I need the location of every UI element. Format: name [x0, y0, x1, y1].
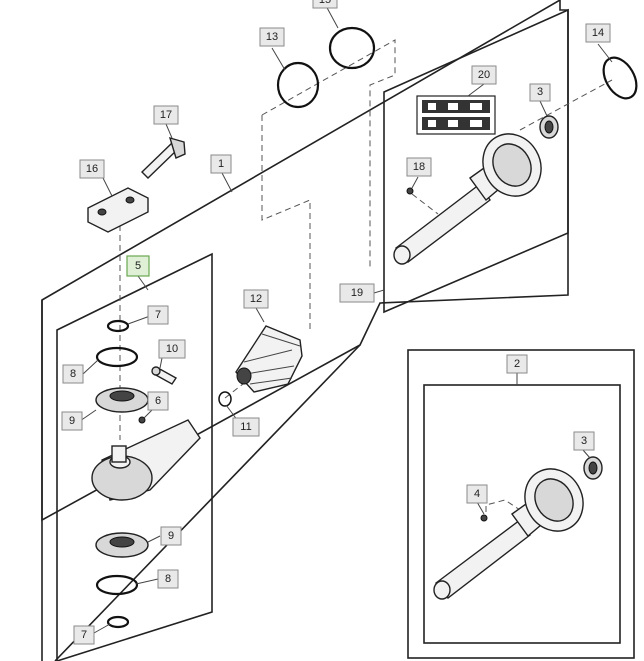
callout-4[interactable]: 4 — [466, 484, 488, 504]
callout-14-label: 14 — [592, 27, 604, 39]
cv-shaft-19 — [393, 133, 542, 265]
assembly-2-frame — [407, 349, 635, 659]
callout-9-lower[interactable]: 9 — [160, 526, 182, 546]
leader-lines — [79, 3, 613, 634]
callout-11[interactable]: 11 — [232, 417, 260, 437]
set-screw-4 — [480, 514, 488, 522]
callout-7-lower-label: 7 — [81, 629, 87, 641]
callout-11-label: 11 — [240, 421, 251, 433]
callout-8-lower[interactable]: 8 — [157, 569, 179, 589]
callout-19-label: 19 — [351, 287, 363, 299]
fitting-6 — [138, 416, 146, 424]
o-ring-11 — [218, 391, 232, 407]
callout-3-lower-label: 3 — [581, 435, 587, 447]
pin-10 — [151, 366, 178, 385]
callout-7-upper[interactable]: 7 — [147, 305, 169, 325]
callout-14[interactable]: 14 — [585, 23, 611, 43]
callout-5[interactable]: 5 — [126, 255, 150, 277]
callout-3-lower[interactable]: 3 — [573, 431, 595, 451]
snap-ring-15 — [328, 26, 376, 70]
callout-7-lower[interactable]: 7 — [73, 625, 95, 645]
callout-2[interactable]: 2 — [506, 354, 528, 374]
set-screw-18 — [406, 187, 414, 195]
sub-assembly-5-frame — [56, 252, 213, 661]
callout-6[interactable]: 6 — [147, 391, 169, 411]
assembly-2-inner-frame — [423, 384, 621, 644]
assembly-1-lower-outline — [41, 300, 361, 661]
sub-assembly-19-frame — [383, 8, 569, 314]
callout-3-upper[interactable]: 3 — [529, 83, 551, 102]
dashed-line-18 — [411, 193, 439, 215]
bearing-9-lower — [95, 532, 149, 558]
callout-16[interactable]: 16 — [79, 159, 105, 179]
callout-13[interactable]: 13 — [259, 27, 285, 47]
snap-ring-13 — [276, 61, 320, 109]
label-20 — [416, 95, 496, 135]
callout-5-label: 5 — [135, 260, 141, 272]
callout-20[interactable]: 20 — [471, 65, 497, 85]
callout-7-upper-label: 7 — [155, 309, 161, 321]
callout-13-label: 13 — [266, 31, 278, 43]
boot-12 — [235, 325, 303, 393]
callout-19[interactable]: 19 — [339, 283, 375, 303]
callout-8-upper-label: 8 — [70, 368, 76, 380]
callout-17[interactable]: 17 — [153, 105, 179, 125]
callout-18-label: 18 — [413, 161, 425, 173]
callout-17-label: 17 — [160, 109, 172, 121]
callout-16-label: 16 — [86, 163, 98, 175]
clamp-16 — [87, 187, 149, 233]
callout-4-label: 4 — [474, 488, 480, 500]
callout-15-label: 15 — [319, 0, 331, 6]
bolt-17 — [141, 136, 186, 179]
callout-12[interactable]: 12 — [243, 289, 269, 309]
callout-10-label: 10 — [166, 343, 178, 355]
tie-rod-end-housing — [91, 419, 201, 501]
callout-12-label: 12 — [250, 293, 262, 305]
callout-20-label: 20 — [478, 69, 490, 81]
callout-9-upper-label: 9 — [69, 415, 75, 427]
dashed-line-13-15 — [261, 39, 396, 330]
bearing-9-upper — [95, 387, 149, 413]
callout-18[interactable]: 18 — [406, 157, 432, 177]
callout-9-upper[interactable]: 9 — [61, 411, 83, 431]
seal-3-lower — [583, 456, 603, 480]
dashed-line-14 — [519, 79, 613, 131]
callout-1[interactable]: 1 — [210, 154, 232, 174]
callout-10[interactable]: 10 — [158, 339, 186, 359]
o-ring-7-upper — [106, 319, 130, 333]
callout-1-label: 1 — [218, 158, 224, 170]
o-ring-7-lower — [106, 615, 130, 629]
callout-9-lower-label: 9 — [168, 530, 174, 542]
callout-2-label: 2 — [514, 358, 520, 370]
seal-3-upper — [539, 115, 559, 139]
o-ring-14 — [602, 56, 638, 100]
o-ring-8-upper — [95, 346, 139, 368]
callout-8-lower-label: 8 — [165, 573, 171, 585]
o-ring-8-lower — [95, 574, 139, 596]
callout-3-upper-label: 3 — [537, 86, 543, 98]
dashed-line-4 — [485, 499, 521, 512]
callout-6-label: 6 — [155, 395, 161, 407]
callout-15[interactable]: 15 — [312, 0, 338, 9]
callout-8-upper[interactable]: 8 — [62, 364, 84, 384]
cv-shaft-2 — [433, 468, 584, 600]
